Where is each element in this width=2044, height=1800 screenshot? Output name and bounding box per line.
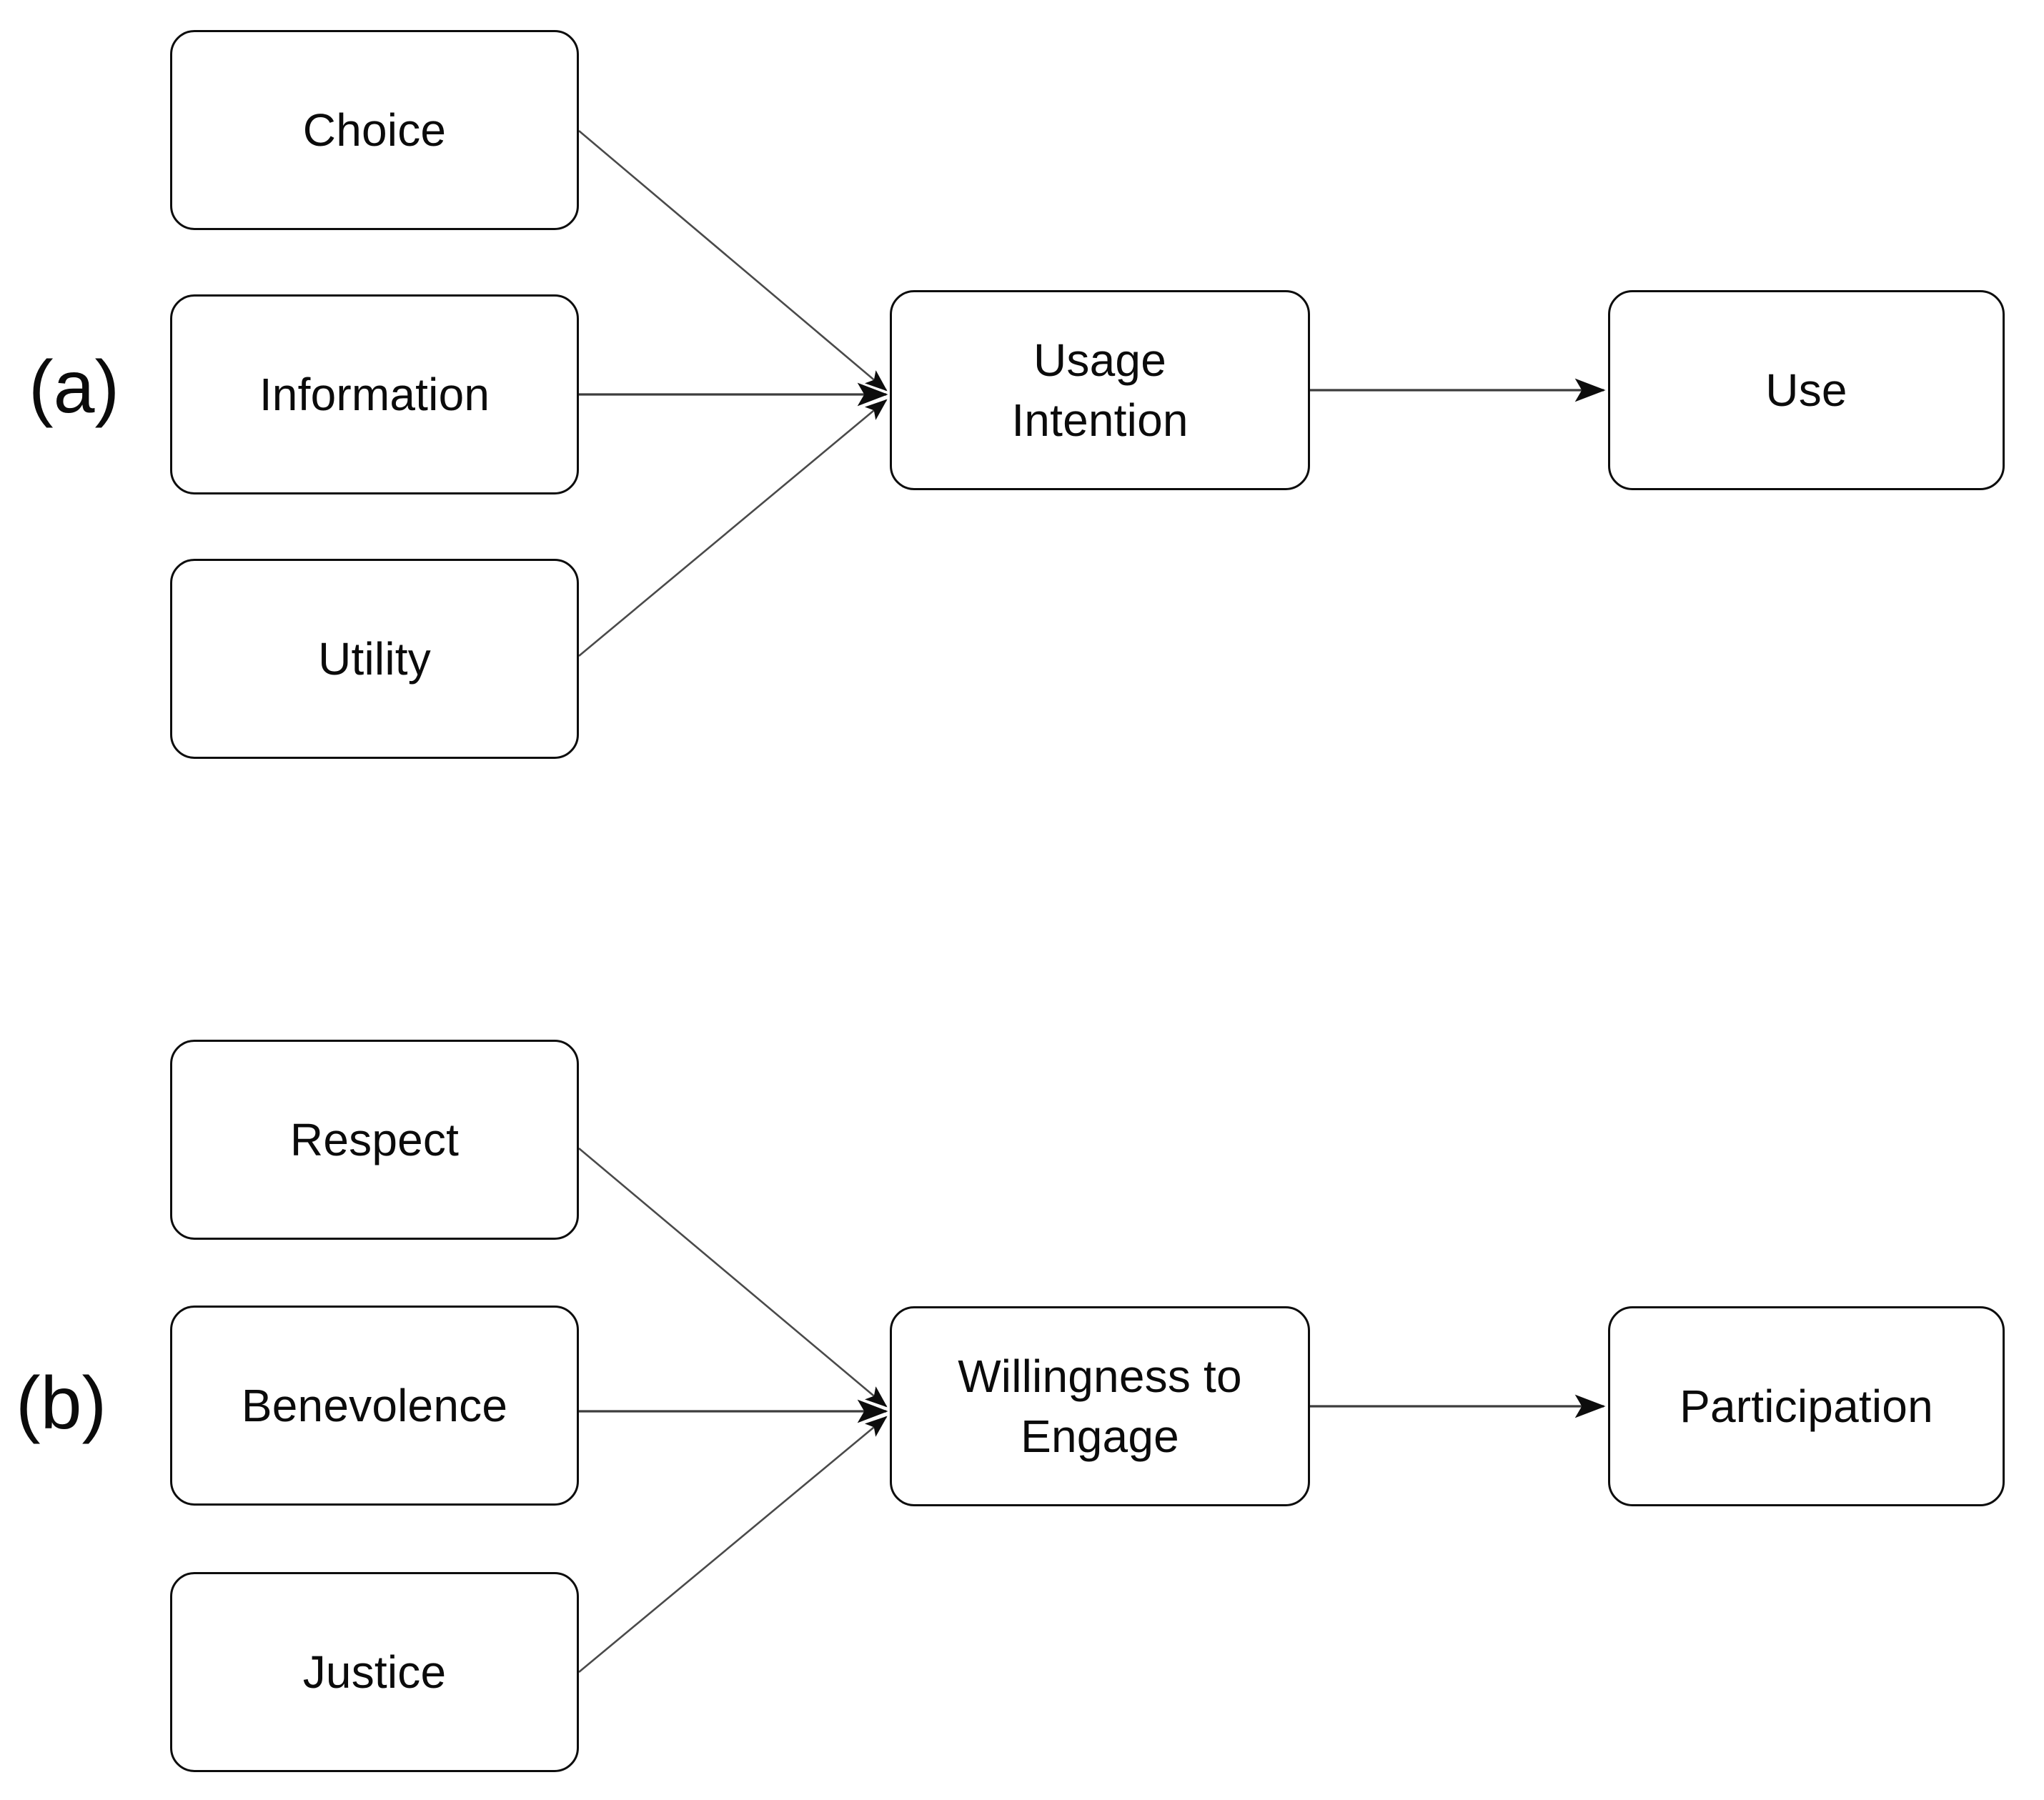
edge-justice-to-willingness-to-engage xyxy=(578,1416,888,1674)
node-benevolence-label: Benevolence xyxy=(241,1379,508,1431)
node-willingness-to-engage-label: Willingness to Engage xyxy=(958,1350,1242,1462)
node-participation-label: Participation xyxy=(1680,1380,1933,1432)
edge-choice-to-usage-intention xyxy=(578,130,888,392)
panel-letter-b: (b) xyxy=(16,1362,107,1445)
node-use[interactable]: Use xyxy=(1608,290,2005,490)
node-usage-intention[interactable]: Usage Intention xyxy=(890,290,1310,490)
node-justice[interactable]: Justice xyxy=(170,1572,579,1772)
node-respect[interactable]: Respect xyxy=(170,1040,579,1240)
node-information[interactable]: Information xyxy=(170,294,579,494)
panel-letter-a: (a) xyxy=(29,346,120,429)
node-use-label: Use xyxy=(1765,364,1847,416)
node-choice[interactable]: Choice xyxy=(170,30,579,230)
node-justice-label: Justice xyxy=(302,1646,447,1698)
node-benevolence[interactable]: Benevolence xyxy=(170,1306,579,1506)
node-respect-label: Respect xyxy=(289,1113,460,1165)
node-participation[interactable]: Participation xyxy=(1608,1306,2005,1506)
edge-utility-to-usage-intention xyxy=(578,399,888,657)
node-willingness-to-engage[interactable]: Willingness to Engage xyxy=(890,1306,1310,1506)
edge-respect-to-willingness-to-engage xyxy=(578,1148,888,1408)
node-choice-label: Choice xyxy=(302,104,447,156)
node-usage-intention-label: Usage Intention xyxy=(1011,334,1189,446)
node-information-label: Information xyxy=(259,368,490,420)
node-utility[interactable]: Utility xyxy=(170,559,579,759)
node-utility-label: Utility xyxy=(318,632,431,685)
